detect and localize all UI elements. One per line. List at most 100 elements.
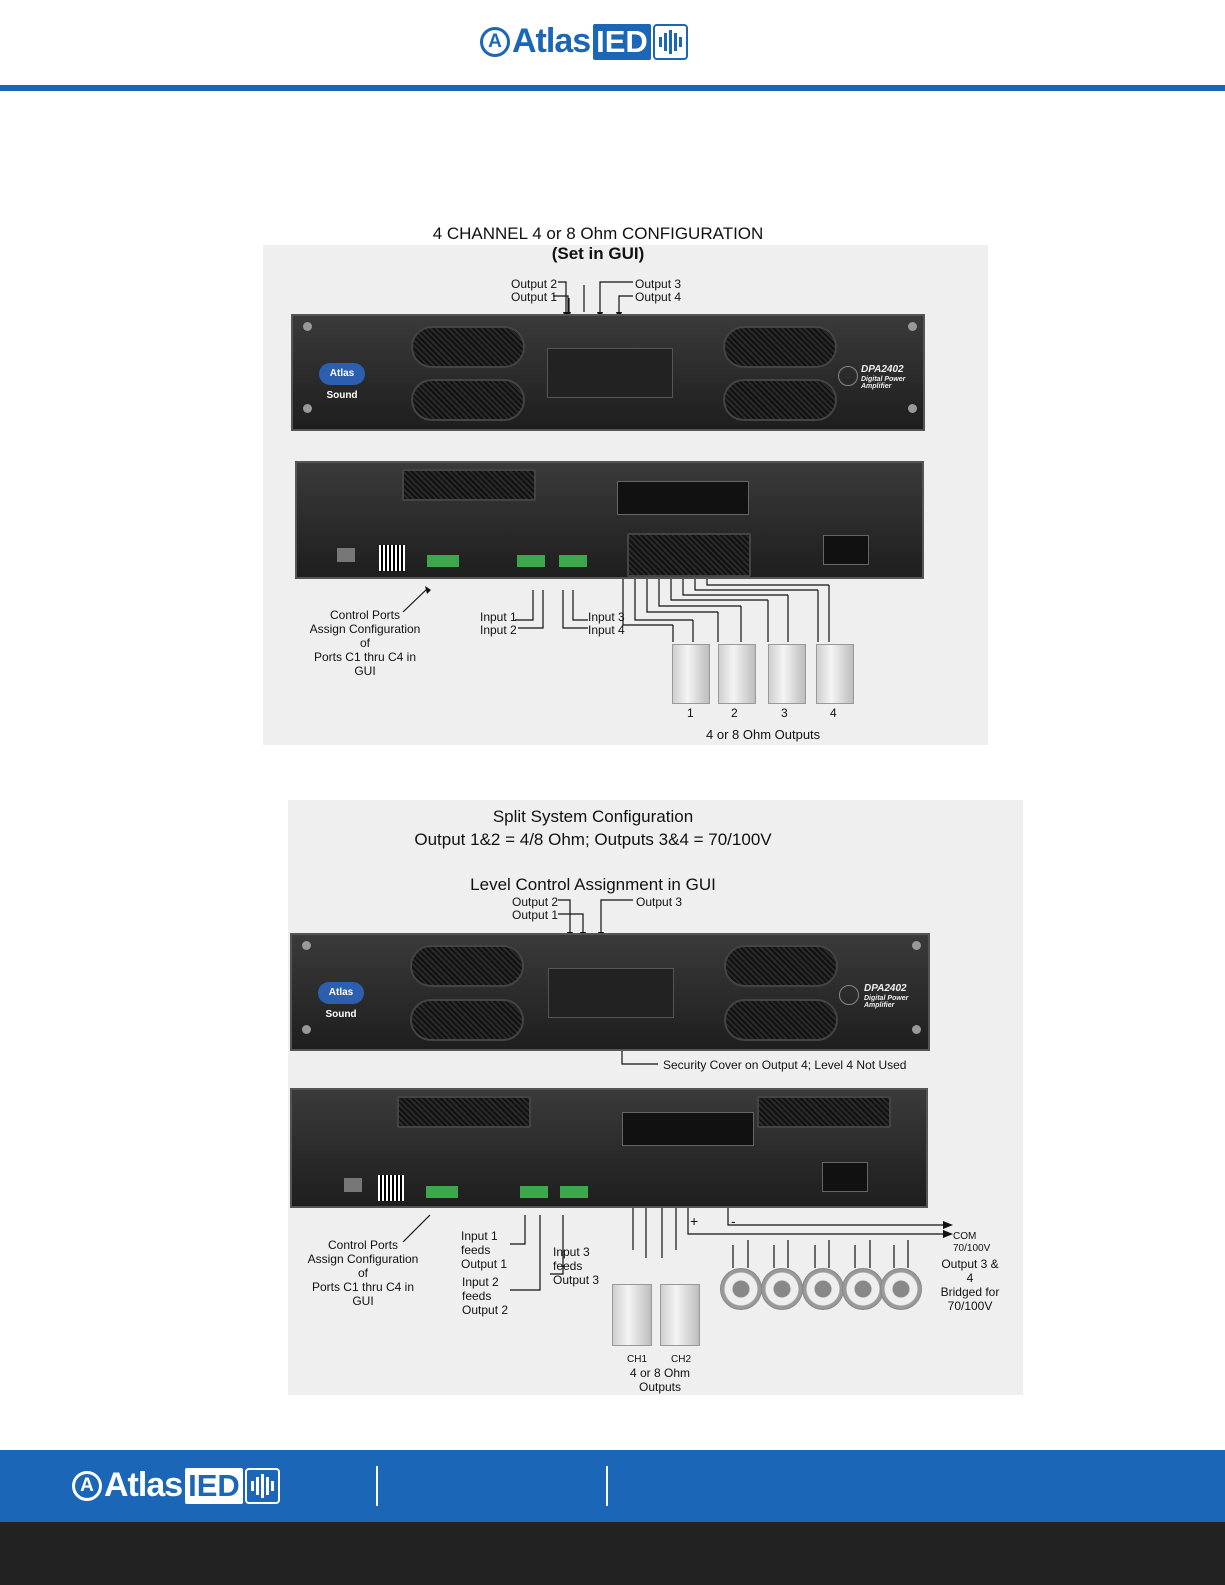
power-icon [839, 985, 859, 1005]
d2-rear-vent [397, 1096, 531, 1128]
d2-output-1-label: Output 1 [512, 908, 559, 922]
header-logo: A Atlas IED [480, 22, 688, 61]
d2-front-level-panel [548, 968, 674, 1018]
d2-front-vent [724, 945, 838, 987]
d1-input-connector [517, 555, 545, 567]
d1-input-1-label: Input 1 [480, 610, 517, 624]
logo-mark-letter: A [488, 30, 502, 52]
d2-bridged-line2: Bridged for [940, 1285, 1000, 1299]
d1-input-2-label: Input 2 [480, 623, 517, 637]
d2-bridged-label: Output 3 & 4 Bridged for 70/100V [938, 1257, 1002, 1313]
d2-ceiling-speaker [842, 1268, 884, 1310]
ethernet-port-icon [337, 548, 355, 562]
d1-input-connector [559, 555, 587, 567]
d2-speaker-ch1 [612, 1284, 652, 1346]
power-icon [838, 366, 858, 386]
d2-security-cover-label: Security Cover on Output 4; Level 4 Not … [663, 1058, 907, 1072]
d1-speaker-4 [816, 644, 854, 704]
d1-speaker-num: 3 [781, 706, 788, 720]
d2-control-ports-label: Control Ports Assign Configuration of Po… [302, 1238, 424, 1308]
d2-bridged-line3: 70/100V [947, 1299, 993, 1313]
d2-ceiling-speaker [880, 1268, 922, 1310]
d2-power-inlet [822, 1162, 868, 1192]
d1-control-ports-label: Control Ports Assign Configuration of Po… [305, 608, 425, 678]
logo-bars-icon [652, 23, 688, 60]
qr-code-icon [378, 1175, 404, 1201]
logo-ied: IED [593, 23, 651, 60]
d2-input-2-label: Input 2 feeds Output 2 [462, 1275, 508, 1317]
d1-speaker-3 [768, 644, 806, 704]
atlas-logo-icon: A [480, 26, 510, 57]
d2-ch2-label: CH2 [671, 1354, 692, 1365]
d2-ohm-outputs-label: 4 or 8 Ohm Outputs [620, 1366, 700, 1394]
d1-power-inlet [823, 535, 869, 565]
d2-ceiling-speaker [720, 1268, 762, 1310]
footer-logo-word: Atlas [104, 1466, 183, 1504]
footer-logo: A Atlas IED [72, 1466, 280, 1505]
diagram-2-subtitle: Output 1&2 = 4/8 Ohm; Outputs 3&4 = 70/1… [414, 830, 772, 849]
d1-front-level-panel [547, 348, 673, 398]
d1-ctrl-line2: Assign Configuration of [309, 622, 421, 650]
d2-in2-line1: Input 2 [462, 1275, 499, 1289]
d1-speaker-2 [718, 644, 756, 704]
d2-ctrl-line1: Control Ports [327, 1238, 399, 1252]
d2-ctrl-line2: Assign Configuration of [307, 1252, 419, 1280]
d2-input-connector [560, 1186, 588, 1198]
d2-output-3-label: Output 3 [636, 895, 683, 909]
d1-front-vent [411, 379, 525, 421]
d2-input-connector [520, 1186, 548, 1198]
d1-front-brand-badge: Atlas Sound [319, 363, 365, 401]
footer-bottom-bar [0, 1522, 1225, 1585]
diagram-1-title: 4 CHANNEL 4 or 8 Ohm CONFIGURATION [432, 224, 764, 243]
diagram-1-subtitle: (Set in GUI) [551, 244, 645, 263]
footer-logo-bars-icon [244, 1467, 280, 1504]
d2-in1-line2: feeds [461, 1243, 491, 1257]
d2-bridged-line1: Output 3 & 4 [941, 1257, 999, 1285]
d2-front-model-sub: Digital Power Amplifier [864, 995, 909, 1009]
logo-word: Atlas [512, 22, 591, 60]
d1-control-port-connector [427, 555, 459, 567]
footer-divider [606, 1466, 608, 1506]
d2-in3-line3: Output 3 [553, 1273, 600, 1287]
d2-front-vent [724, 999, 838, 1041]
diagram-2-level-title: Level Control Assignment in GUI [470, 875, 716, 894]
d2-output-2-label: Output 2 [512, 895, 559, 909]
d2-ohm-line2: Outputs [638, 1380, 682, 1394]
diagram-2-title: Split System Configuration [492, 807, 694, 826]
d2-com-label: COM [953, 1231, 977, 1242]
d1-front-model: DPA2402 [861, 364, 904, 375]
d2-ohm-line1: 4 or 8 Ohm [629, 1366, 691, 1380]
d2-amplifier-front: Atlas Sound DPA2402 Digital Power Amplif… [290, 933, 930, 1051]
d1-outputs-label: 4 or 8 Ohm Outputs [706, 727, 821, 742]
d1-amplifier-rear [295, 461, 924, 579]
d2-in3-line1: Input 3 [553, 1245, 590, 1259]
d2-rear-vent [757, 1096, 891, 1128]
d2-amplifier-rear [290, 1088, 928, 1208]
d2-control-port-connector [426, 1186, 458, 1198]
d2-ch1-label: CH1 [627, 1354, 648, 1365]
d2-output-terminal-block [622, 1112, 754, 1146]
d2-minus-sign: - [731, 1213, 736, 1229]
d1-front-vent [723, 379, 837, 421]
d1-speaker-num: 1 [687, 706, 694, 720]
d2-plus-sign: + [690, 1213, 699, 1229]
footer-divider [376, 1466, 378, 1506]
d1-rear-vent [402, 469, 536, 501]
d2-input-1-label: Input 1 feeds Output 1 [461, 1229, 507, 1271]
d2-front-model: DPA2402 [864, 983, 907, 994]
d1-output-2-label: Output 2 [511, 277, 558, 291]
d1-front-vent [723, 326, 837, 368]
d1-input-3-label: Input 3 [588, 610, 625, 624]
d2-in2-line3: Output 2 [462, 1303, 509, 1317]
d2-in2-line2: feeds [462, 1289, 492, 1303]
header-rule [0, 85, 1225, 91]
diagram-1-title-block: 4 CHANNEL 4 or 8 Ohm CONFIGURATION (Set … [263, 224, 933, 264]
d1-ctrl-line3: Ports C1 thru C4 in GUI [313, 650, 417, 678]
d2-ctrl-line3: Ports C1 thru C4 in GUI [311, 1280, 415, 1308]
d1-output-terminal-block [617, 481, 749, 515]
d1-speaker-1 [672, 644, 710, 704]
qr-code-icon [379, 545, 405, 571]
d2-ceiling-speaker [761, 1268, 803, 1310]
d2-ceiling-speaker [802, 1268, 844, 1310]
d1-ctrl-line1: Control Ports [329, 608, 401, 622]
